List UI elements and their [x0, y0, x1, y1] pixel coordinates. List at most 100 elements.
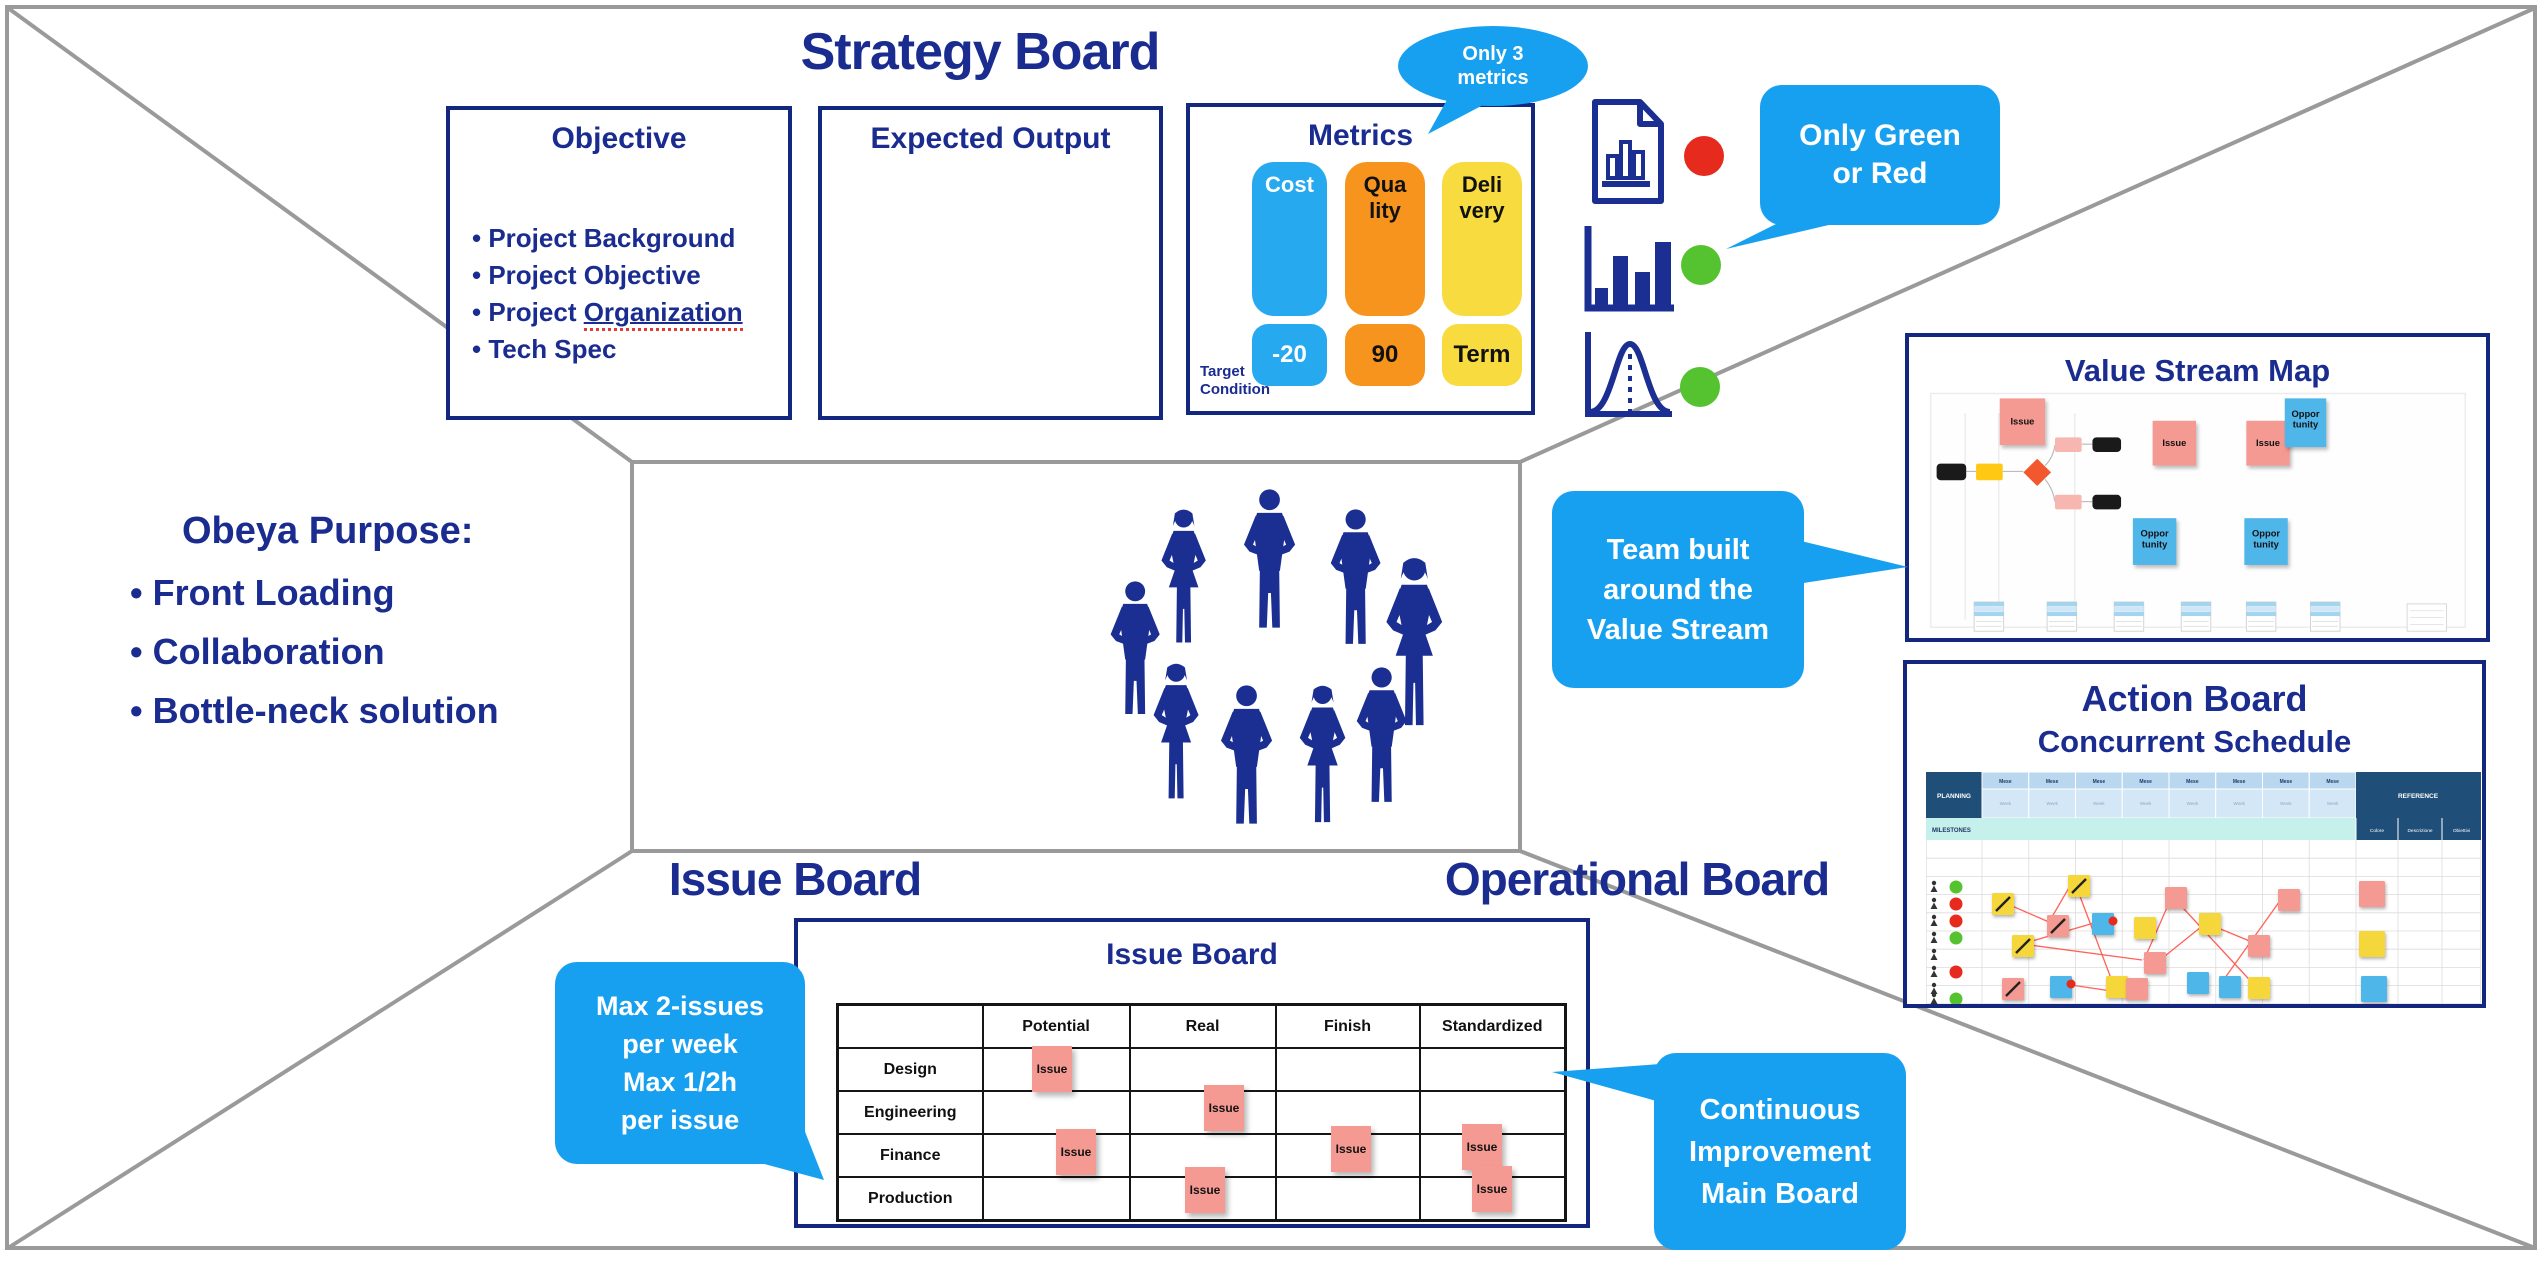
vsm-legend-card	[2406, 603, 2447, 632]
status-dot-green-1	[1681, 245, 1721, 285]
schedule-sticky-pink	[2126, 978, 2148, 1000]
schedule-month-label: Mese	[2233, 779, 2246, 785]
schedule-sticky-yellow	[2199, 913, 2221, 935]
schedule-red-link	[2171, 895, 2259, 990]
schedule-sticky-pink	[2144, 952, 2166, 974]
schedule-sticky-blue	[2050, 976, 2076, 998]
vsm-process-card	[1973, 601, 2005, 632]
schedule-status-dot-green	[1949, 992, 1963, 1004]
schedule-week-label: Week	[2140, 801, 2152, 806]
callout-line: per week	[622, 1029, 738, 1059]
vsm-result-node-1	[2092, 437, 2122, 452]
schedule-status-dot-red	[1949, 914, 1963, 928]
vsm-process-card	[2046, 601, 2078, 632]
obeya-purpose-block: Obeya Purpose: Front LoadingCollaboratio…	[130, 505, 750, 740]
schedule-status-dot-green	[1949, 931, 1963, 945]
schedule-reference-sticky-blue	[2361, 976, 2387, 1002]
schedule-month-label: Mese	[2093, 779, 2106, 785]
expected-output-title: Expected Output	[870, 122, 1111, 155]
schedule-ref-column-label: Obiettivi	[2453, 828, 2470, 834]
schedule-week-label: Week	[2000, 801, 2012, 806]
schedule-row-person-icon	[1930, 948, 1938, 960]
status-dot-red	[1684, 136, 1724, 176]
schedule-sticky-yellow	[2134, 917, 2156, 939]
expected-output-box: Expected Output	[818, 106, 1163, 420]
schedule-sticky-yellow	[2012, 935, 2034, 957]
objective-box: Objective Project BackgroundProject Obje…	[446, 106, 792, 420]
schedule-sticky-yellow	[2248, 977, 2270, 999]
perspective-line-bottom-right	[1519, 849, 2536, 1250]
issue-sticky-production-standardized: Issue	[1472, 1166, 1512, 1212]
issue-sticky-production-real: Issue	[1185, 1167, 1225, 1213]
perspective-line-bottom-left	[6, 849, 634, 1250]
man-silhouette	[1243, 489, 1296, 628]
schedule-reference-sticky-yellow	[2359, 931, 2385, 957]
schedule-sticky-blue	[2187, 972, 2209, 994]
schedule-ref-column-label: Descrizione	[2407, 828, 2432, 834]
issue-matrix-row: Design	[836, 1047, 1567, 1092]
outer-wall-border	[5, 5, 2537, 1250]
schedule-reference-label: REFERENCE	[2398, 793, 2439, 800]
schedule-week-label: Week	[2327, 801, 2339, 806]
schedule-planning-label: PLANNING	[1937, 793, 1971, 800]
objective-title: Objective	[551, 122, 687, 155]
man-silhouette	[1110, 581, 1160, 715]
value-stream-map-title: Value Stream Map	[2064, 353, 2331, 388]
schedule-reference-sticky-pink	[2359, 881, 2385, 907]
objective-item: Project Background	[472, 220, 788, 257]
schedule-status-dot-green	[1949, 880, 1963, 894]
issue-matrix-cell	[1128, 1047, 1277, 1092]
vsm-sticky-issue: Issue	[1999, 398, 2046, 446]
vsm-sticky-issue: Issue	[2246, 420, 2290, 466]
issue-matrix-column-header: Finish	[1274, 1003, 1421, 1049]
obeya-purpose-item: Bottle-neck solution	[130, 681, 750, 740]
vsm-branch-node-2	[2054, 494, 2082, 510]
schedule-week-label: Week	[2093, 801, 2105, 806]
callout-line: Improvement	[1688, 1135, 1872, 1168]
status-dot-green-2	[1680, 367, 1720, 407]
metric-target-value: 90	[1345, 324, 1425, 386]
issue-sticky-design-potential: Issue	[1032, 1046, 1072, 1092]
issue-matrix-cell	[1274, 1047, 1421, 1092]
report-document-icon	[1588, 98, 1668, 206]
schedule-month-label: Mese	[2326, 779, 2339, 785]
schedule-sticky-pink	[2278, 889, 2300, 911]
schedule-sticky-pink	[2248, 935, 2270, 957]
schedule-month-label: Mese	[2046, 779, 2059, 785]
issue-matrix-row-header: Finance	[836, 1133, 984, 1178]
obeya-purpose-item: Collaboration	[130, 622, 750, 681]
team-circle-people	[1110, 489, 1443, 824]
issue-sticky-finance-potential: Issue	[1056, 1129, 1096, 1175]
schedule-status-dot-red	[1949, 897, 1963, 911]
bell-curve-icon	[1580, 326, 1676, 420]
action-board-title: Action Board	[2081, 678, 2308, 719]
schedule-week-label: Week	[2280, 801, 2292, 806]
issue-board-wall-label: Issue Board	[668, 853, 922, 905]
svg-text:Oppor: Oppor	[2291, 409, 2319, 419]
man-silhouette	[1330, 509, 1381, 644]
callout-line: Max 2-issues	[595, 991, 765, 1021]
obeya-purpose-item: Front Loading	[130, 563, 750, 622]
vsm-process-cards	[1973, 601, 2447, 632]
objective-item: Tech Spec	[472, 331, 788, 368]
schedule-week-label: Week	[2046, 801, 2058, 806]
schedule-sticky-pink	[2047, 915, 2069, 937]
schedule-red-link	[2159, 922, 2207, 961]
svg-text:tunity: tunity	[2293, 420, 2319, 430]
bar-chart-icon	[1582, 222, 1678, 316]
vsm-flowchart	[1936, 437, 2122, 510]
callout-line: Continuous	[1699, 1093, 1861, 1126]
svg-text:Issue: Issue	[2162, 438, 2186, 448]
action-board-panel: Action Board Concurrent Schedule PLANNIN…	[1903, 660, 2486, 1008]
callout-line: or Red	[1832, 157, 1928, 190]
woman-silhouette	[1153, 663, 1199, 799]
schedule-month-label: Mese	[2280, 779, 2293, 785]
